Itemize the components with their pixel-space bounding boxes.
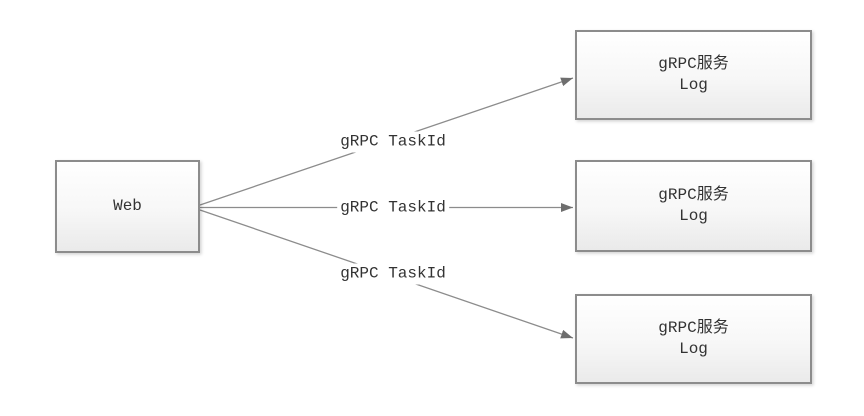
node-grpc-service-middle: gRPC服务 Log (575, 160, 812, 252)
node-grpc-service-top: gRPC服务 Log (575, 30, 812, 120)
node-grpc-service-bottom: gRPC服务 Log (575, 294, 812, 384)
node-grpc-service-top-line1: gRPC服务 (658, 55, 729, 73)
edge-label-bottom: gRPC TaskId (337, 263, 449, 285)
node-grpc-service-middle-line2: Log (679, 207, 708, 225)
node-web-label: Web (113, 197, 142, 215)
edge-label-top: gRPC TaskId (337, 131, 449, 153)
node-web: Web (55, 160, 200, 253)
node-grpc-service-middle-line1: gRPC服务 (658, 186, 729, 204)
node-grpc-service-top-line2: Log (679, 76, 708, 94)
node-grpc-service-bottom-line2: Log (679, 340, 708, 358)
edge-label-middle: gRPC TaskId (337, 197, 449, 219)
node-grpc-service-bottom-line1: gRPC服务 (658, 319, 729, 337)
